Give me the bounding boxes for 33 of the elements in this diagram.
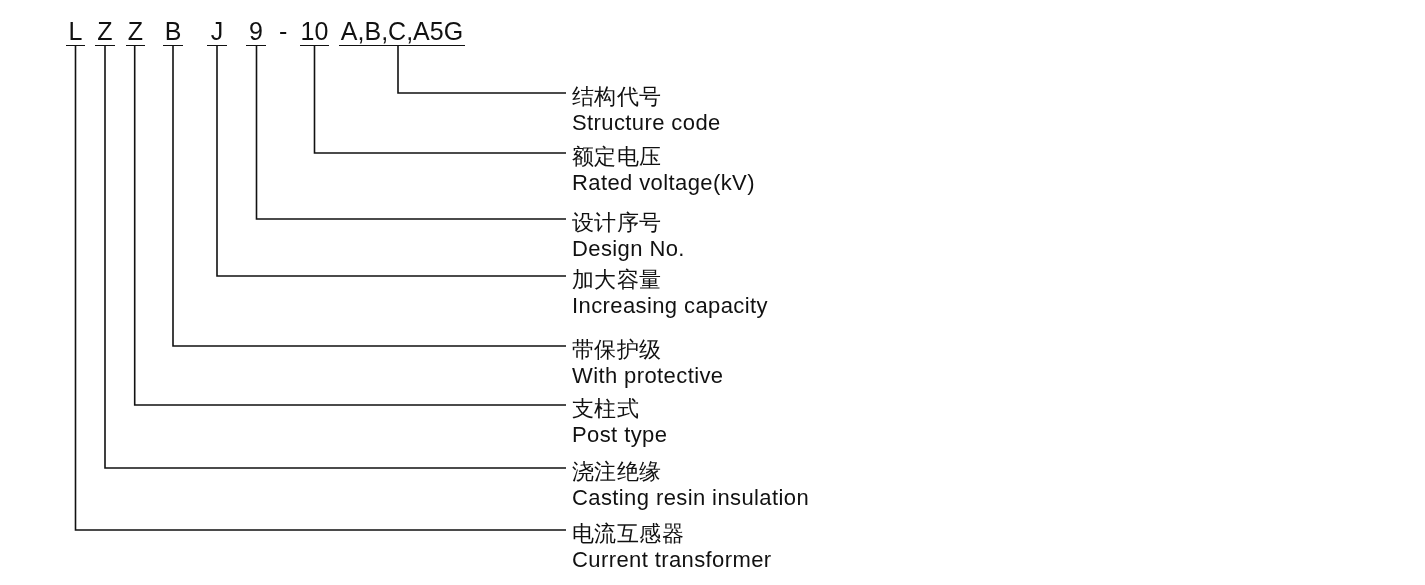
term-label: 电流互感器 <box>572 521 684 547</box>
code-segment: J <box>207 17 227 46</box>
translation-label: With protective <box>572 363 724 389</box>
code-segment: Z <box>95 17 115 46</box>
translation-label: Structure code <box>572 110 721 136</box>
term-label: 浇注绝缘 <box>572 459 662 485</box>
leader-line <box>74 44 567 531</box>
translation-label: Casting resin insulation <box>572 485 810 511</box>
leader-line <box>397 44 567 94</box>
translation-label: Post type <box>572 422 668 448</box>
translation-label: Increasing capacity <box>572 293 768 319</box>
term-label: 支柱式 <box>572 396 640 422</box>
code-separator: - <box>279 17 288 45</box>
code-segment: 10 <box>300 17 329 46</box>
code-segment: A,B,C,A5G <box>339 17 465 46</box>
term-label: 带保护级 <box>572 337 662 363</box>
leader-line <box>133 44 567 406</box>
term-label: 额定电压 <box>572 144 662 170</box>
code-segment: L <box>66 17 85 46</box>
leader-line <box>172 44 567 347</box>
term-label: 设计序号 <box>572 210 662 236</box>
code-segment: B <box>163 17 183 46</box>
translation-label: Current transformer <box>572 547 772 573</box>
leader-line <box>255 44 567 220</box>
leader-line <box>104 44 567 469</box>
leader-line <box>216 44 567 277</box>
leader-line <box>313 44 567 154</box>
code-segment: Z <box>126 17 145 46</box>
code-segment: 9 <box>246 17 266 46</box>
translation-label: Design No. <box>572 236 685 262</box>
term-label: 加大容量 <box>572 267 662 293</box>
term-label: 结构代号 <box>572 84 662 110</box>
translation-label: Rated voltage(kV) <box>572 170 755 196</box>
